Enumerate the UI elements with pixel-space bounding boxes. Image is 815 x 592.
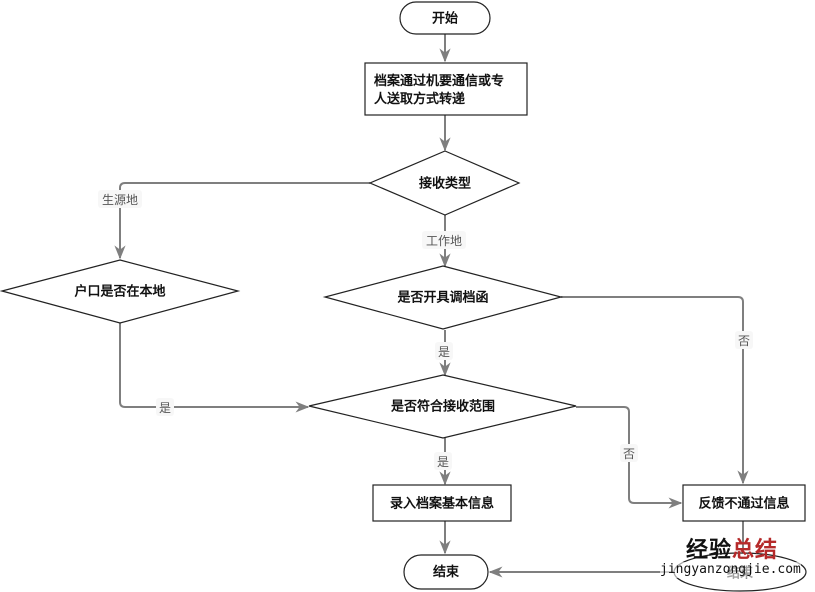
edge-label-origin-text: 生源地 [102,193,138,207]
end-terminator: 结束 [403,554,489,590]
within-scope-decision: 是否符合接收范围 [308,374,577,439]
edge-receive-type-to-hukou [114,182,370,260]
hukou-local-decision: 户口是否在本地 [0,259,241,324]
feedback-fail-process: 反馈不通过信息 [682,484,806,522]
transfer-process: 档案通过机要通信或专 人送取方式转递 [364,62,528,116]
feedback-fail-label: 反馈不通过信息 [698,496,789,512]
edge-label-letter-yes: 是 [435,342,453,360]
record-info-process: 录入档案基本信息 [372,484,512,522]
edge-label-workplace-text: 工作地 [426,234,462,248]
receive-type-label: 接收类型 [419,176,471,192]
start-label: 开始 [432,11,458,27]
record-info-label: 录入档案基本信息 [390,496,494,512]
end-label: 结束 [433,564,460,580]
edge-label-letter-no: 否 [735,331,753,349]
edge-label-hukou-yes: 是 [156,398,174,416]
edge-hukou-yes-to-scope [119,323,310,413]
start-terminator: 开始 [399,1,491,35]
transfer-letter-decision: 是否开具调档函 [322,265,564,330]
receive-type-decision: 接收类型 [368,150,521,216]
hukou-local-label: 户口是否在本地 [74,284,165,300]
edge-label-workplace: 工作地 [422,231,466,249]
transfer-letter-label: 是否开具调档函 [396,290,488,306]
edge-label-hukou-yes-text: 是 [159,401,171,415]
transfer-label-line1: 档案通过机要通信或专 [374,73,504,89]
transfer-label-line2: 人送取方式转递 [374,91,465,107]
edge-label-letter-yes-text: 是 [438,345,450,359]
edge-letter-no-to-feedback [561,296,749,485]
end2-label: 结束 [727,565,754,581]
within-scope-label: 是否符合接收范围 [390,399,495,415]
edge-label-scope-no: 否 [620,444,638,462]
end2-terminator: 结束 [673,552,807,592]
edge-label-origin: 生源地 [98,190,142,208]
edge-label-scope-yes-text: 是 [437,455,449,469]
edge-label-scope-no-text: 否 [623,447,635,461]
edge-label-letter-no-text: 否 [738,334,750,348]
edge-label-scope-yes: 是 [434,452,452,470]
